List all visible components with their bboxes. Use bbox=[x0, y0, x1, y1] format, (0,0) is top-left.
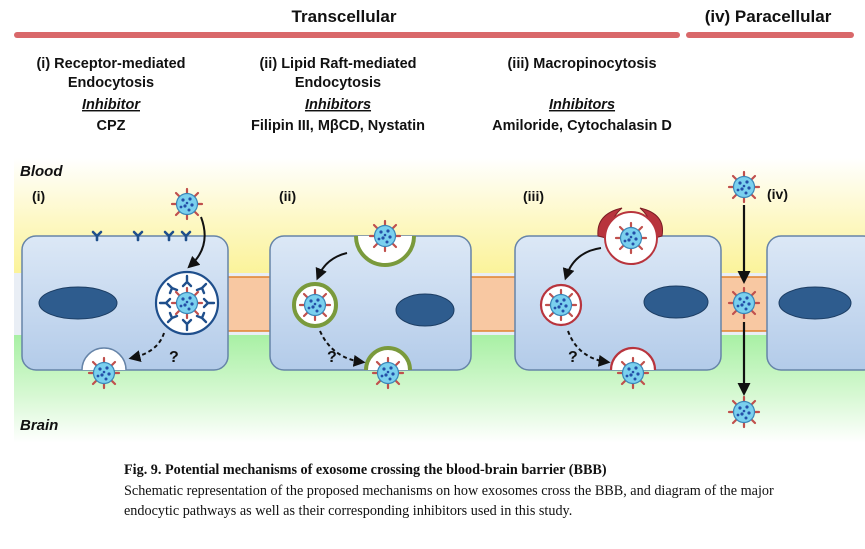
inhibitor-values: Amiloride, Cytochalasin D bbox=[492, 118, 672, 134]
inhibitor-values: CPZ bbox=[97, 118, 126, 134]
endothelial-cell-iv bbox=[766, 235, 865, 371]
exosome-icon bbox=[371, 356, 405, 390]
exosome-icon bbox=[727, 170, 761, 204]
figure-caption: Fig. 9. Potential mechanisms of exosome … bbox=[124, 460, 814, 522]
exosome-icon bbox=[87, 356, 121, 390]
inhibitor-label: Inhibitor bbox=[82, 97, 141, 113]
inhibitor-values: Filipin III, MβCD, Nystatin bbox=[251, 118, 425, 134]
brain-label: Brain bbox=[20, 417, 58, 434]
exosome-icon bbox=[544, 288, 578, 322]
mechanism-iii-text: (iii) Macropinocytosis Inhibitors Amilor… bbox=[492, 56, 672, 134]
paracellular-heading: (iv) Paracellular bbox=[705, 7, 832, 26]
mechanism-title-line: (i) Receptor-mediated bbox=[36, 56, 185, 72]
arrow-exocytosis-ii bbox=[319, 330, 366, 367]
inhibitor-label: Inhibitors bbox=[305, 97, 371, 113]
mechanism-title-line: (ii) Lipid Raft-mediated bbox=[259, 56, 416, 72]
exosome-icon bbox=[727, 395, 761, 429]
question-mark: ? bbox=[327, 349, 337, 366]
arrow-endocytosis-i bbox=[187, 216, 206, 269]
nucleus bbox=[643, 285, 709, 319]
exosome-icon bbox=[614, 221, 648, 255]
nucleus bbox=[38, 286, 118, 320]
caption-body: Schematic representation of the proposed… bbox=[124, 482, 774, 520]
nucleus bbox=[395, 293, 455, 327]
mechanism-title-line: Endocytosis bbox=[68, 75, 154, 91]
endothelial-cell-ii bbox=[269, 219, 472, 390]
paracellular-bar bbox=[686, 32, 854, 38]
question-mark: ? bbox=[169, 349, 179, 366]
blood-label: Blood bbox=[20, 163, 63, 180]
panel-label-ii: (ii) bbox=[279, 188, 296, 204]
mechanism-title-line: Endocytosis bbox=[295, 75, 381, 91]
question-mark: ? bbox=[568, 349, 578, 366]
junction bbox=[469, 276, 517, 332]
mechanism-title-line: (iii) Macropinocytosis bbox=[507, 56, 656, 72]
inhibitor-label: Inhibitors bbox=[549, 97, 615, 113]
transcellular-bar bbox=[14, 32, 680, 38]
exosome-icon bbox=[368, 219, 402, 253]
endothelial-cell-i bbox=[21, 230, 229, 390]
panel-label-iii: (iii) bbox=[523, 188, 544, 204]
arrow-endocytosis-ii bbox=[315, 252, 348, 281]
panel-label-iv: (iv) bbox=[767, 186, 788, 202]
endosome-receptors bbox=[158, 274, 216, 332]
exosome-icon bbox=[170, 286, 204, 320]
junction bbox=[225, 276, 273, 332]
arrow-endocytosis-iii bbox=[562, 247, 602, 281]
exosome-icon bbox=[170, 187, 204, 221]
exosome-icon bbox=[616, 356, 650, 390]
exosome-icon bbox=[727, 286, 761, 320]
panel-label-i: (i) bbox=[32, 188, 45, 204]
exosome-icon bbox=[298, 288, 332, 322]
nucleus bbox=[778, 286, 852, 320]
mechanism-ii-text: (ii) Lipid Raft-mediated Endocytosis Inh… bbox=[251, 56, 425, 134]
arrow-exocytosis-i bbox=[128, 332, 165, 362]
mechanism-i-text: (i) Receptor-mediated Endocytosis Inhibi… bbox=[36, 56, 185, 134]
transcellular-heading: Transcellular bbox=[292, 7, 397, 26]
caption-title: Fig. 9. Potential mechanisms of exosome … bbox=[124, 462, 607, 478]
